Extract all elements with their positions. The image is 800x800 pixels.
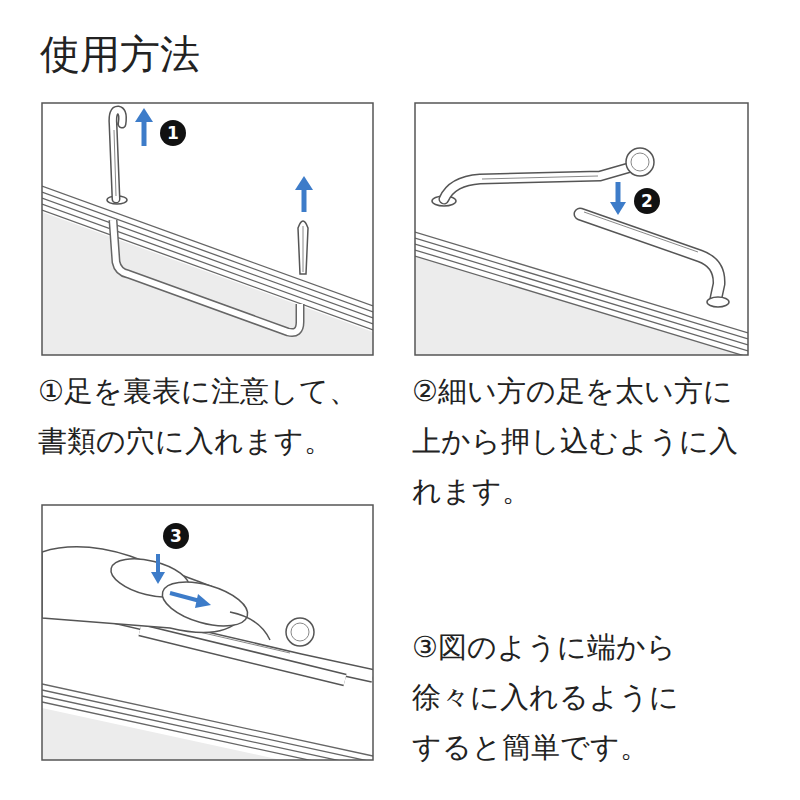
paper-underside (42, 212, 373, 355)
panel-frame (42, 505, 373, 760)
blue-arrowhead (151, 572, 165, 584)
strip-outline (580, 214, 719, 298)
step-caption: ③図のように端から徐々に入れるようにすると簡単です。 (412, 622, 688, 772)
blue-arrowhead (295, 176, 313, 190)
page-title: 使用方法 (40, 30, 200, 78)
arm (444, 168, 628, 199)
arm-groove (482, 176, 598, 179)
blue-arrow (142, 120, 147, 146)
paper-edge (42, 684, 373, 760)
pin-outline (113, 110, 123, 199)
paper-underside (42, 708, 373, 760)
short-pin (298, 221, 308, 274)
blue-arrowhead (610, 202, 626, 215)
callout-circle (163, 523, 189, 549)
paper-line (42, 186, 373, 306)
fastener-bar-outline (113, 220, 300, 333)
strip-outline (140, 630, 345, 680)
strip (140, 630, 345, 680)
finger (157, 574, 252, 635)
hole (707, 297, 729, 307)
finger-line (230, 612, 270, 640)
step-caption: ①足を裏表に注意して、書類の穴に入れます。 (38, 366, 372, 466)
panel-three-art (42, 547, 373, 760)
callout-number: 2 (634, 188, 660, 214)
blue-arrow (616, 182, 621, 204)
strip (580, 214, 719, 298)
knob (286, 618, 314, 646)
paper-edge (42, 186, 373, 330)
blue-arrowhead (135, 108, 153, 122)
paper-line (42, 696, 373, 760)
paper-line (415, 250, 748, 351)
blue-arrowhead (195, 594, 211, 608)
strip-groove (584, 212, 698, 252)
blue-arrow (156, 554, 160, 574)
paper-line (415, 256, 748, 355)
pin (113, 110, 123, 199)
knob-rim (291, 623, 309, 641)
panel-frame (42, 103, 373, 355)
blue-arrow (170, 593, 200, 601)
knob (626, 148, 654, 176)
blue-arrow (302, 188, 307, 212)
paper-line (42, 210, 373, 330)
panel-one-art (42, 108, 373, 355)
callout-number: 1 (160, 120, 186, 146)
step-caption: ②細い方の足を太い方に上から押し込むように入れます。 (412, 366, 746, 516)
paper-line (42, 702, 373, 760)
fastener-bar (113, 220, 300, 333)
paper-line (415, 232, 748, 333)
panel-frame (415, 103, 748, 355)
knob-rim (631, 153, 649, 171)
paper-line (42, 684, 373, 756)
callout-number: 3 (163, 523, 189, 549)
pin-groove (114, 130, 116, 196)
callout-circle (160, 120, 186, 146)
paper-line (42, 690, 373, 760)
callout-circle (634, 188, 660, 214)
paper-line (42, 192, 373, 312)
panel-two-art (415, 148, 748, 355)
arm-outline (444, 168, 628, 199)
paper-underside (415, 256, 748, 355)
pin-groove (303, 226, 304, 272)
